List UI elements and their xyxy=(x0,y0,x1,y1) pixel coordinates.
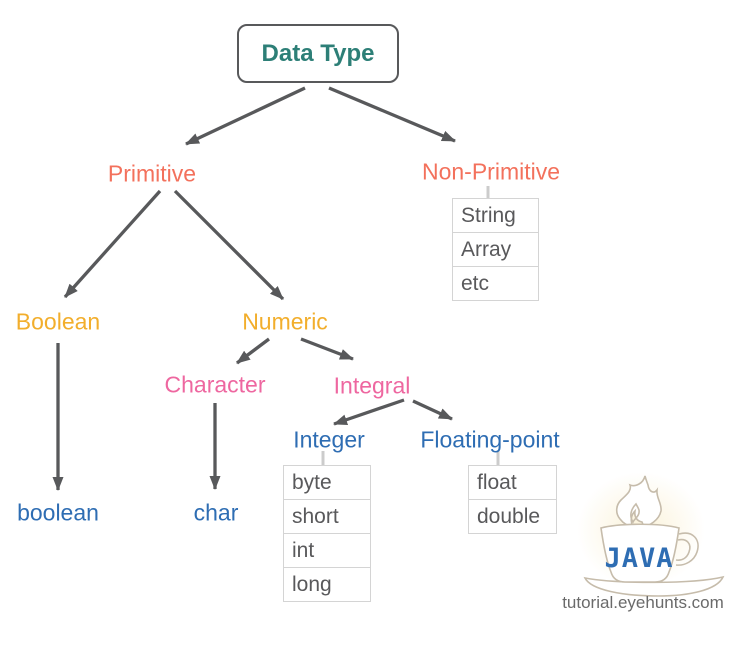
site-caption: tutorial.eyehunts.com xyxy=(562,593,724,612)
node-primitive: Primitive xyxy=(107,160,197,187)
node-data-type-label: Data Type xyxy=(261,39,375,67)
java-logo-text: JAVA xyxy=(604,543,673,574)
table-cell: byte xyxy=(292,471,332,494)
node-boolean: Boolean xyxy=(15,308,101,335)
table-cell: float xyxy=(477,471,517,494)
arrow-numeric-to-character xyxy=(236,337,270,365)
arrow-root-to-primitive xyxy=(185,86,306,146)
arrow-primitive-to-boolean xyxy=(63,189,162,299)
flame-inner-icon xyxy=(630,502,640,524)
node-boolean-value: boolean xyxy=(17,499,99,526)
non-primitive-table: String Array etc xyxy=(452,198,539,301)
table-cell: short xyxy=(284,499,370,533)
table-cell: int xyxy=(284,533,370,567)
node-character: Character xyxy=(164,371,266,398)
cup-handle-icon xyxy=(675,532,699,566)
node-non-primitive: Non-Primitive xyxy=(421,158,561,185)
node-data-type: Data Type xyxy=(237,24,399,83)
integer-table: byte short int long xyxy=(283,465,371,602)
table-cell: double xyxy=(469,499,556,533)
node-floating-point: Floating-point xyxy=(420,426,560,453)
node-integral: Integral xyxy=(333,372,411,399)
arrow-numeric-to-integral xyxy=(300,337,354,361)
node-char-value: char xyxy=(193,499,239,526)
arrow-root-to-non-primitive xyxy=(328,86,456,143)
table-cell: etc xyxy=(453,266,538,300)
cup-icon xyxy=(600,523,680,583)
floating-point-table: float double xyxy=(468,465,557,534)
table-cell: Array xyxy=(453,232,538,266)
table-cell: String xyxy=(461,204,516,227)
arrow-integral-to-floating-point xyxy=(412,399,453,421)
table-cell: long xyxy=(284,567,370,601)
node-numeric: Numeric xyxy=(242,308,328,335)
node-integer: Integer xyxy=(293,426,365,453)
cup-handle-inner-icon xyxy=(675,538,691,561)
java-logo: JAVA xyxy=(577,472,725,597)
arrow-integral-to-integer xyxy=(333,398,405,426)
arrow-primitive-to-numeric xyxy=(173,189,285,301)
